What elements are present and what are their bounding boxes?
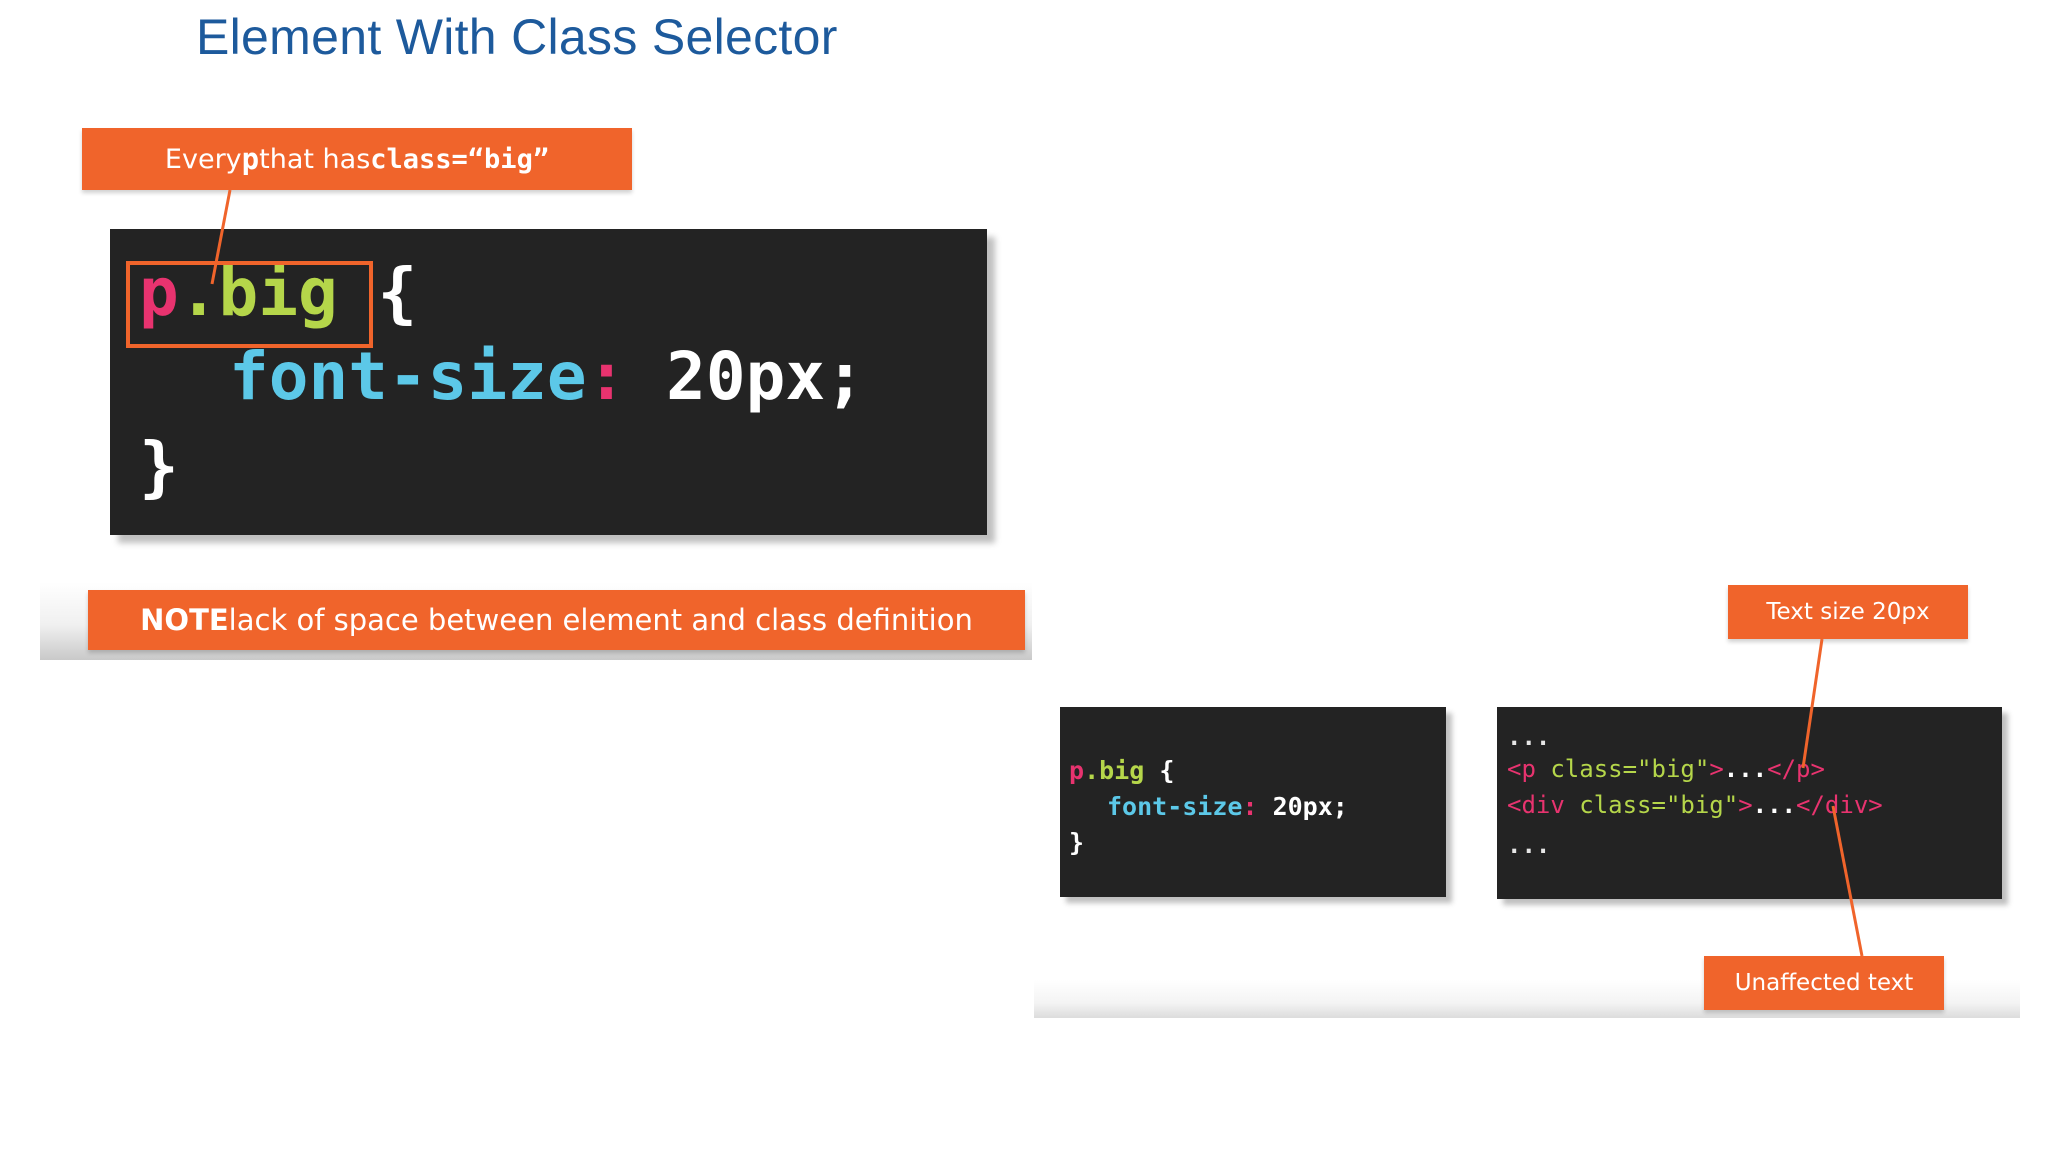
html-ellipsis-top: ... [1507, 723, 1551, 751]
css-property: font-size [1107, 792, 1243, 821]
callout-every-p: Every p that has class=“big” [82, 128, 632, 190]
html-div-gt: > [1738, 791, 1753, 819]
html-p-gt: > [1709, 755, 1724, 783]
html-p-close: </p> [1767, 755, 1825, 783]
css-code-line-3: } [1069, 827, 1084, 859]
css-value: 20px; [1257, 792, 1348, 821]
main-code-line-2: font-size: 20px; [229, 339, 865, 415]
html-div-dots: ... [1752, 791, 1797, 819]
css-code-line-1: p.big { [1069, 755, 1174, 787]
slide-title: Element With Class Selector [196, 9, 838, 65]
html-div-open: <div [1507, 791, 1580, 819]
css-close-brace: } [1069, 828, 1085, 857]
html-div-attr: class="big" [1579, 791, 1739, 819]
html-p-open: <p [1507, 755, 1551, 783]
callout-text-size-label: Text size 20px [1766, 599, 1930, 625]
css-selector-element: p [1069, 756, 1085, 785]
main-selector-class: .big [178, 254, 338, 331]
html-code-line-2: <p class="big">...</p> [1507, 753, 1825, 785]
callout-unaffected-label: Unaffected text [1734, 970, 1914, 996]
main-open-brace: { [337, 254, 418, 331]
main-selector-element: p [139, 254, 179, 331]
selector-highlight-box [126, 261, 373, 348]
html-div-close: </div> [1796, 791, 1883, 819]
callout-note: NOTE lack of space between element and c… [88, 590, 1025, 650]
callout-text-size: Text size 20px [1728, 585, 1968, 639]
main-colon: : [586, 338, 627, 415]
note-rest: lack of space between element and class … [228, 603, 973, 637]
css-selector-class: .big [1084, 756, 1145, 785]
html-ellipsis-bottom: ... [1507, 831, 1551, 859]
main-value: 20px; [626, 338, 865, 415]
main-code-line-3: } [139, 429, 179, 505]
note-bold: NOTE [140, 603, 229, 637]
css-colon: : [1242, 792, 1258, 821]
html-code-line-3: <div class="big">...</div> [1507, 789, 1883, 821]
html-code-line-4: ... [1507, 829, 1550, 861]
html-code-panel: ... <p class="big">...</p> <div class="b… [1497, 707, 2002, 899]
callout-every-attr: class=“big” [370, 143, 550, 175]
html-p-attr: class="big" [1550, 755, 1710, 783]
css-code-line-2: font-size: 20px; [1107, 791, 1348, 823]
callout-every-middle: that has [259, 143, 371, 175]
callout-unaffected: Unaffected text [1704, 956, 1944, 1010]
css-open-brace: { [1144, 756, 1175, 785]
main-close-brace: } [139, 428, 179, 505]
callout-every-element: p [241, 142, 260, 176]
main-code-panel: p.big { font-size: 20px; } [110, 229, 987, 535]
callout-every-prefix: Every [164, 143, 242, 175]
css-code-panel: p.big { font-size: 20px; } [1060, 707, 1446, 897]
main-property: font-size [229, 338, 587, 415]
html-p-dots: ... [1723, 755, 1768, 783]
html-code-line-1: ... [1507, 721, 1550, 753]
main-code-line-1: p.big { [139, 255, 417, 331]
